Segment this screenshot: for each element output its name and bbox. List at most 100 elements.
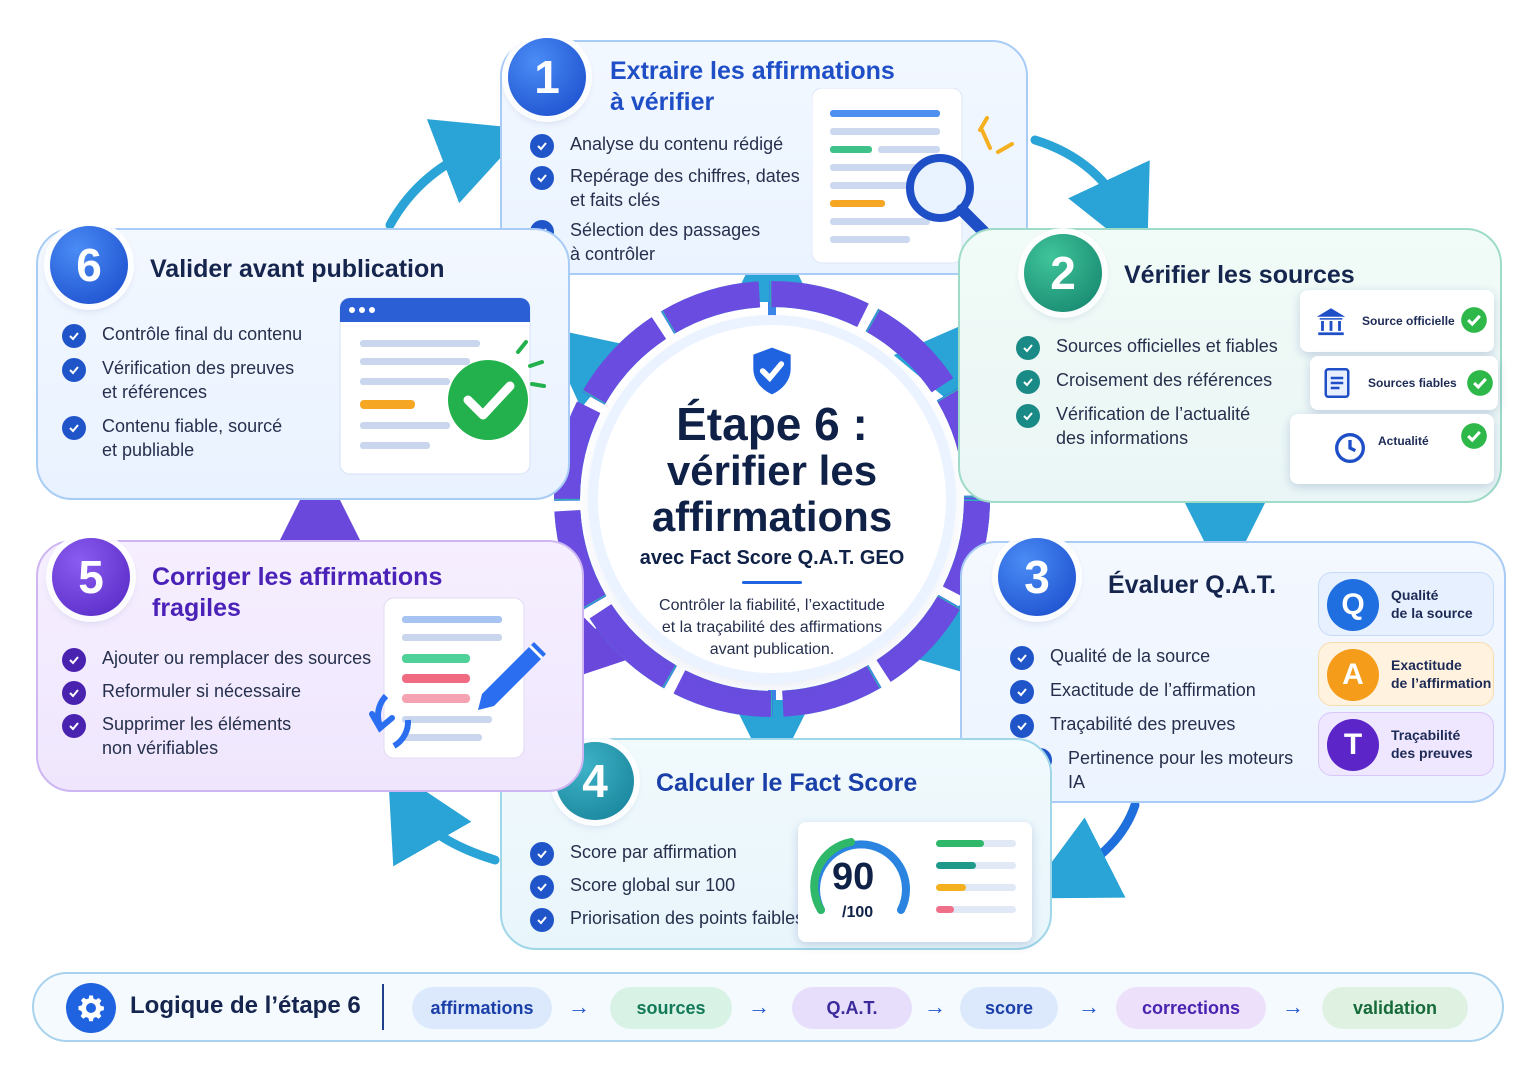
list-item-text: et publiable <box>102 440 195 460</box>
list-item-text: Vérification de l’actualité <box>1056 404 1251 424</box>
center-desc-line2: et la traçabilité des affirmations <box>661 619 883 636</box>
qat-accuracy: A Exactitude de l’affirmation <box>1318 642 1494 706</box>
source-card-label: Sources fiables <box>1368 376 1457 390</box>
list-item: Sources officielles et fiables <box>1016 334 1286 360</box>
list-item-text: Score par affirmation <box>570 842 737 862</box>
list-item-text: Sélection des passages <box>570 220 761 240</box>
list-item-text: Score global sur 100 <box>570 875 736 895</box>
step-6-number: 6 <box>50 226 128 304</box>
list-item: Pertinence pour les moteurs IA <box>1028 746 1310 794</box>
score-gauge <box>810 838 910 914</box>
list-item-text: Croisement des références <box>1056 370 1273 390</box>
list-item-text: Vérification des preuves <box>102 358 295 378</box>
list-item-text: Qualité de la source <box>1050 646 1211 666</box>
check-icon <box>62 416 86 440</box>
list-item-text: Priorisation des points faibles <box>570 908 805 928</box>
qat-label-line2: des preuves <box>1391 745 1473 761</box>
document-edit-icon <box>369 597 546 759</box>
qat-label-line1: Exactitude <box>1391 657 1462 673</box>
check-icon <box>1010 680 1034 704</box>
check-icon <box>530 842 554 866</box>
qat-label-line2: de l’affirmation <box>1391 675 1492 691</box>
center-desc-line1: Contrôler la fiabilité, l’exactitude <box>659 597 885 614</box>
check-icon <box>1016 370 1040 394</box>
bank-icon <box>1316 308 1346 336</box>
check-icon <box>62 324 86 348</box>
step-5-title: Corriger les affirmations fragiles <box>152 562 442 624</box>
list-item: Score global sur 100 <box>530 873 810 899</box>
check-icon <box>1010 646 1034 670</box>
step-4-list: Score par affirmation Score global sur 1… <box>530 840 810 932</box>
check-icon <box>530 134 554 158</box>
score-bar <box>936 884 1016 891</box>
list-item: Qualité de la source <box>1010 644 1310 670</box>
logic-label: Logique de l’étape 6 <box>130 992 361 1019</box>
check-icon <box>62 648 86 672</box>
step-2-list: Sources officielles et fiables Croisemen… <box>1016 334 1286 450</box>
step-2-number: 2 <box>1024 234 1102 312</box>
step-5-number: 5 <box>52 538 130 616</box>
step-5-list: Ajouter ou remplacer des sources Reformu… <box>62 646 372 760</box>
logic-pill-affirmations: affirmations <box>412 987 552 1029</box>
center-circle: Étape 6 : vérifier les affirmations avec… <box>598 325 946 673</box>
arrow-right-icon: → <box>924 994 946 1019</box>
logic-pill-validation: validation <box>1322 987 1468 1029</box>
step-3-list: Qualité de la source Exactitude de l’aff… <box>1010 644 1310 794</box>
browser-check-icon <box>339 297 546 475</box>
arrow-right-icon: → <box>748 994 770 1019</box>
list-item: Analyse du contenu rédigé <box>530 132 820 158</box>
list-item: Score par affirmation <box>530 840 810 866</box>
step-1-title-line2: à vérifier <box>610 88 715 116</box>
check-circle-icon <box>1461 307 1487 333</box>
logic-pill-sources: sources <box>610 987 732 1029</box>
score-max: /100 <box>842 904 874 921</box>
list-item: Sélection des passages à contrôler <box>530 218 820 266</box>
check-circle-icon <box>1461 423 1487 449</box>
score-bar <box>936 862 1016 869</box>
list-item: Croisement des références <box>1016 368 1286 394</box>
clock-icon <box>1335 433 1365 463</box>
shield-check-icon <box>753 347 791 395</box>
qat-label-line2: de la source <box>1391 605 1473 621</box>
list-item-text: Sources officielles et fiables <box>1056 336 1278 356</box>
qat-letter-a: A <box>1327 649 1379 701</box>
check-circle-icon <box>1467 370 1493 396</box>
list-item-text: Analyse du contenu rédigé <box>570 134 784 154</box>
source-card-reliable: Sources fiables <box>1310 356 1498 410</box>
qat-label-line1: Qualité <box>1391 587 1439 603</box>
arrow-right-icon: → <box>1282 994 1304 1019</box>
list-item-text: Reformuler si nécessaire <box>102 681 302 701</box>
step-1-number: 1 <box>508 38 586 116</box>
list-item-text: Ajouter ou remplacer des sources <box>102 648 372 668</box>
step-1-title-line1: Extraire les affirmations <box>610 57 895 85</box>
check-icon <box>62 358 86 382</box>
qat-label: Qualité de la source <box>1391 586 1473 622</box>
step-4-title: Calculer le Fact Score <box>656 769 918 797</box>
logic-pill-corrections: corrections <box>1116 987 1266 1029</box>
list-item-text: Exactitude de l’affirmation <box>1050 680 1256 700</box>
center-title-line2: vérifier les <box>666 447 878 494</box>
list-item-text: à contrôler <box>570 244 656 264</box>
step-5-title-line1: Corriger les affirmations <box>152 563 443 591</box>
arrow-right-icon: → <box>568 994 590 1019</box>
step-5-title-line2: fragiles <box>152 594 241 622</box>
list-item: Contrôle final du contenu <box>62 322 342 348</box>
list-item-text: Contenu fiable, sourcé <box>102 416 283 436</box>
check-icon <box>530 166 554 190</box>
list-item-text: Pertinence pour les moteurs IA <box>1068 748 1294 792</box>
list-item: Priorisation des points faibles <box>530 906 810 932</box>
check-icon <box>1016 336 1040 360</box>
list-item-text: Repérage des chiffres, dates <box>570 166 800 186</box>
check-icon <box>530 875 554 899</box>
source-card-label: Source officielle <box>1362 314 1455 328</box>
list-item: Reformuler si nécessaire <box>62 679 372 705</box>
check-icon <box>1016 404 1040 428</box>
logic-divider <box>382 984 384 1030</box>
center-title-line1: Étape 6 : <box>676 398 868 450</box>
score-bar <box>936 840 1016 847</box>
